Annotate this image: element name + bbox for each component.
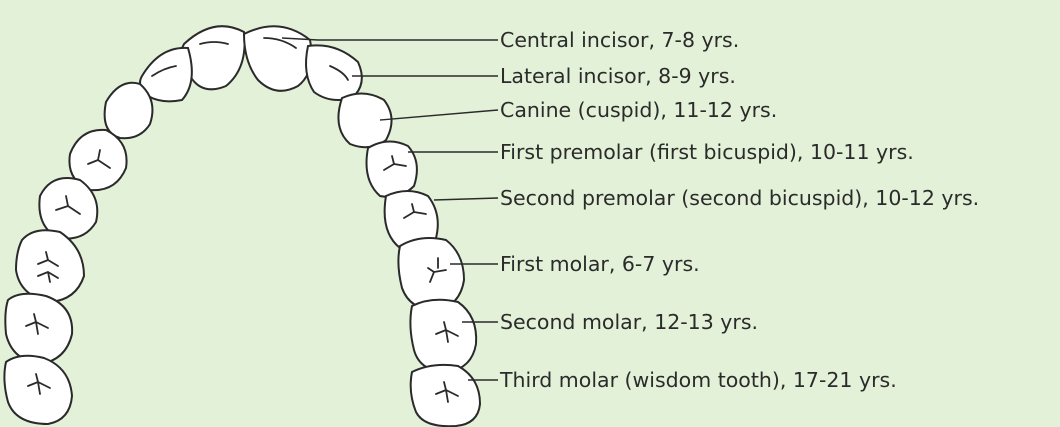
- leader-central-incisor: [282, 38, 498, 40]
- tooth-right-first-premolar: [367, 141, 417, 196]
- tooth-left-second-molar: [5, 294, 72, 364]
- label-first-molar: First molar, 6-7 yrs.: [500, 252, 700, 276]
- leader-canine: [380, 110, 498, 120]
- tooth-right-second-molar: [410, 300, 476, 372]
- tooth-left-first-molar: [16, 230, 84, 302]
- leader-second-premolar: [434, 198, 498, 200]
- label-second-molar: Second molar, 12-13 yrs.: [500, 310, 758, 334]
- label-central-incisor: Central incisor, 7-8 yrs.: [500, 28, 739, 52]
- tooth-right-first-molar: [398, 238, 464, 310]
- tooth-right-third-molar: [411, 365, 480, 426]
- tooth-right-lateral-incisor: [306, 45, 362, 100]
- tooth-left-third-molar: [4, 356, 72, 424]
- right-arch: [244, 26, 480, 426]
- label-first-premolar: First premolar (first bicuspid), 10-11 y…: [500, 140, 914, 164]
- tooth-left-canine: [105, 83, 153, 138]
- tooth-right-central-incisor: [244, 26, 312, 91]
- labels: Central incisor, 7-8 yrs. Lateral inciso…: [499, 28, 979, 392]
- label-canine: Canine (cuspid), 11-12 yrs.: [500, 98, 777, 122]
- label-second-premolar: Second premolar (second bicuspid), 10-12…: [500, 186, 979, 210]
- label-third-molar: Third molar (wisdom tooth), 17-21 yrs.: [499, 368, 897, 392]
- label-lateral-incisor: Lateral incisor, 8-9 yrs.: [500, 64, 736, 88]
- left-arch: [4, 26, 244, 424]
